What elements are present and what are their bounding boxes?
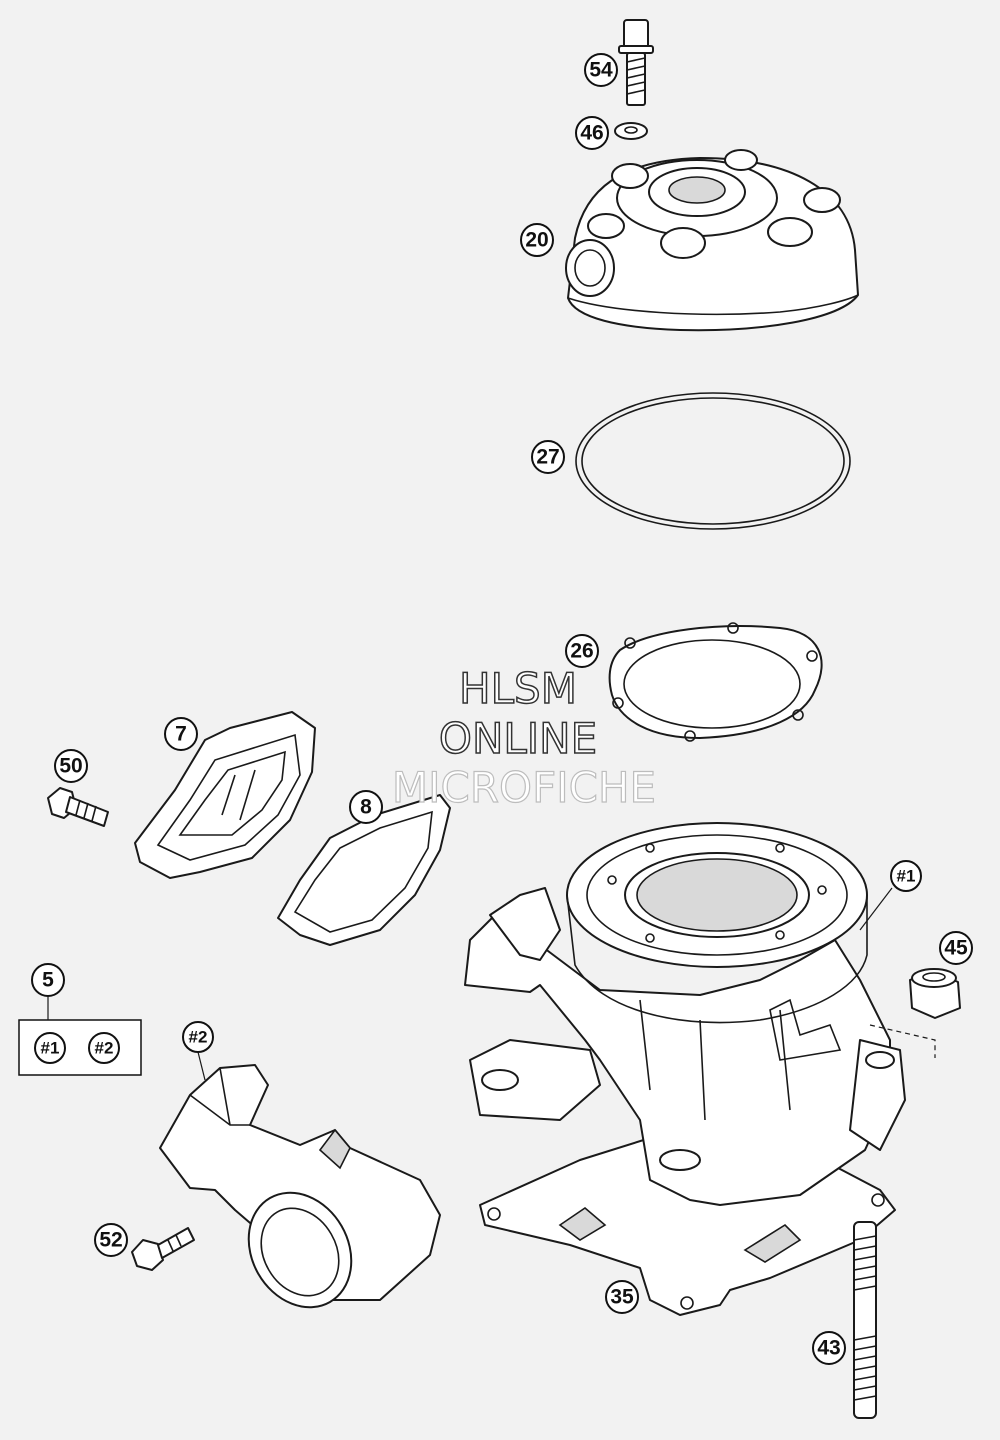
callout-46: 46 xyxy=(575,116,609,150)
part-52-bolt xyxy=(131,1227,195,1271)
callout-43-label: 43 xyxy=(817,1337,840,1360)
callout-kit-2-label: #2 xyxy=(95,1039,114,1058)
part-54-bolt xyxy=(618,19,654,106)
callout-26-label: 26 xyxy=(570,640,593,663)
part-43-stud xyxy=(853,1221,877,1419)
part-27-o-ring xyxy=(575,392,851,530)
callout-20: 20 xyxy=(520,223,554,257)
callout-35-label: 35 xyxy=(610,1286,634,1309)
callout-26: 26 xyxy=(565,634,599,668)
callout-54: 54 xyxy=(584,53,618,87)
callout-52: 52 xyxy=(94,1223,128,1257)
part-20-cylinder-head xyxy=(565,149,859,332)
callout-8-label: 8 xyxy=(360,796,372,819)
callout-54-label: 54 xyxy=(589,59,613,82)
callout-50-label: 50 xyxy=(59,755,82,778)
watermark-line-3: MICROFICHE xyxy=(392,763,656,812)
part-50-bolt xyxy=(47,787,109,827)
part-8-intake-gasket xyxy=(277,794,451,946)
callout-8: 8 xyxy=(349,790,383,824)
callout-kit-2: #2 xyxy=(88,1032,120,1064)
callout-35: 35 xyxy=(605,1280,639,1314)
callout-45-label: 45 xyxy=(944,937,968,960)
callout-1-label: #1 xyxy=(897,867,916,886)
part-1-cylinder xyxy=(464,822,906,1206)
callout-20-label: 20 xyxy=(525,229,548,252)
part-46-washer xyxy=(614,122,648,140)
callout-52-label: 52 xyxy=(99,1229,122,1252)
watermark: HLSM ONLINE MICROFICHE xyxy=(391,663,656,812)
nut-leader xyxy=(869,1024,936,1058)
part-26-head-gasket xyxy=(608,622,823,742)
callout-5-label: 5 xyxy=(42,969,54,992)
callout-7: 7 xyxy=(164,717,198,751)
callout-43: 43 xyxy=(812,1331,846,1365)
callout-46-label: 46 xyxy=(580,122,603,145)
callout-2-label: #2 xyxy=(189,1028,208,1047)
callout-27: 27 xyxy=(531,440,565,474)
callout-kit-1: #1 xyxy=(34,1032,66,1064)
callout-1: #1 xyxy=(890,860,922,892)
watermark-line-2: ONLINE xyxy=(439,714,597,763)
callout-5: 5 xyxy=(31,963,65,997)
callout-45: 45 xyxy=(939,931,973,965)
callout-2: #2 xyxy=(182,1021,214,1053)
callout-27-label: 27 xyxy=(536,446,559,469)
watermark-line-1: HLSM xyxy=(459,664,577,713)
leader-lines xyxy=(197,887,893,1081)
callout-kit-1-label: #1 xyxy=(41,1039,60,1058)
callout-7-label: 7 xyxy=(175,723,187,746)
part-7-intake-cover xyxy=(134,711,316,879)
part-2-intake-manifold xyxy=(159,1064,441,1309)
part-45-nut xyxy=(909,968,961,1019)
callout-50: 50 xyxy=(54,749,88,783)
